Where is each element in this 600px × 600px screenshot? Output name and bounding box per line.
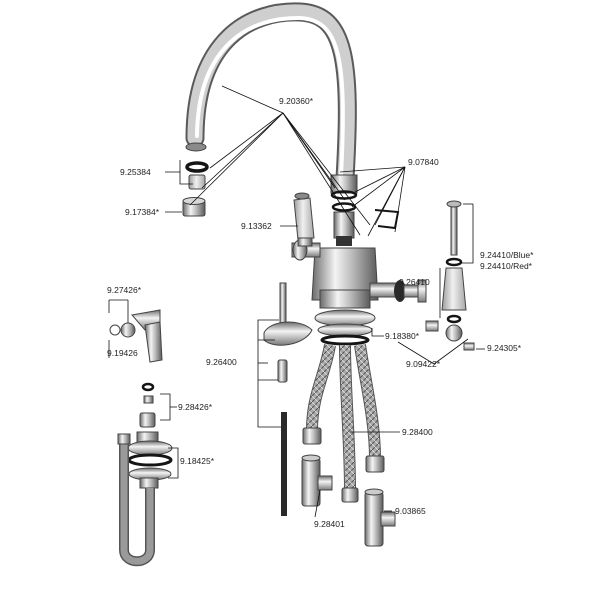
spray-handle <box>144 321 163 363</box>
spout-tip <box>185 142 207 152</box>
label-cartridge-blue: 9.24410/Blue* <box>480 250 534 260</box>
valve-washer-part <box>425 320 439 332</box>
mounting-nut <box>277 359 288 383</box>
part-labels: 9.20360* 9.25384 9.17384* 9.07840 9.1336… <box>107 96 534 529</box>
label-spray-nozzle: 9.19426 <box>107 348 138 358</box>
label-spout: 9.20360* <box>279 96 314 106</box>
label-check-valve-b: 9.03865 <box>395 506 426 516</box>
faucet-body-column <box>291 174 439 346</box>
label-check-valve-a: 9.28401 <box>314 519 345 529</box>
label-mounting-kit: 9.26400 <box>206 357 237 367</box>
spout-seal-parts <box>182 161 209 217</box>
supply-hoses <box>302 343 385 503</box>
cartridge-assembly <box>441 200 475 351</box>
spray-nozzle <box>120 322 136 338</box>
label-spray-washer: 9.28426* <box>178 402 213 412</box>
check-valve-b <box>364 488 396 547</box>
label-cartridge-red: 9.24410/Red* <box>480 261 533 271</box>
handle-sleeve <box>441 267 467 311</box>
valve-cap-screw <box>463 342 475 351</box>
mounting-kit <box>263 282 313 516</box>
label-spray-head: 9.27426* <box>107 285 142 295</box>
spout <box>185 2 357 188</box>
lever-handle <box>293 192 315 247</box>
spout-aerator <box>188 174 206 190</box>
label-spout-seal: 9.25384 <box>120 167 151 177</box>
label-lever-handle: 9.13362 <box>241 221 272 231</box>
label-handle-sleeve: 9.26410 <box>399 277 430 287</box>
cartridge-cap <box>445 324 463 342</box>
label-supply-hose: 9.28400 <box>402 427 433 437</box>
cartridge-spindle <box>450 204 458 256</box>
mounting-rod <box>281 412 287 516</box>
leader-lines <box>108 85 485 518</box>
label-spout-nut: 9.17384* <box>125 207 160 217</box>
label-valve-cap: 9.24305* <box>487 343 522 353</box>
label-body-washer: 9.18380* <box>385 331 420 341</box>
label-spray-base: 9.18425* <box>180 456 215 466</box>
label-valve-washer: 9.09422* <box>406 359 441 369</box>
spout-o-ring <box>185 161 209 173</box>
check-valve-a <box>301 454 333 507</box>
label-spout-o-rings: 9.07840 <box>408 157 439 167</box>
mounting-bracket <box>263 321 313 346</box>
